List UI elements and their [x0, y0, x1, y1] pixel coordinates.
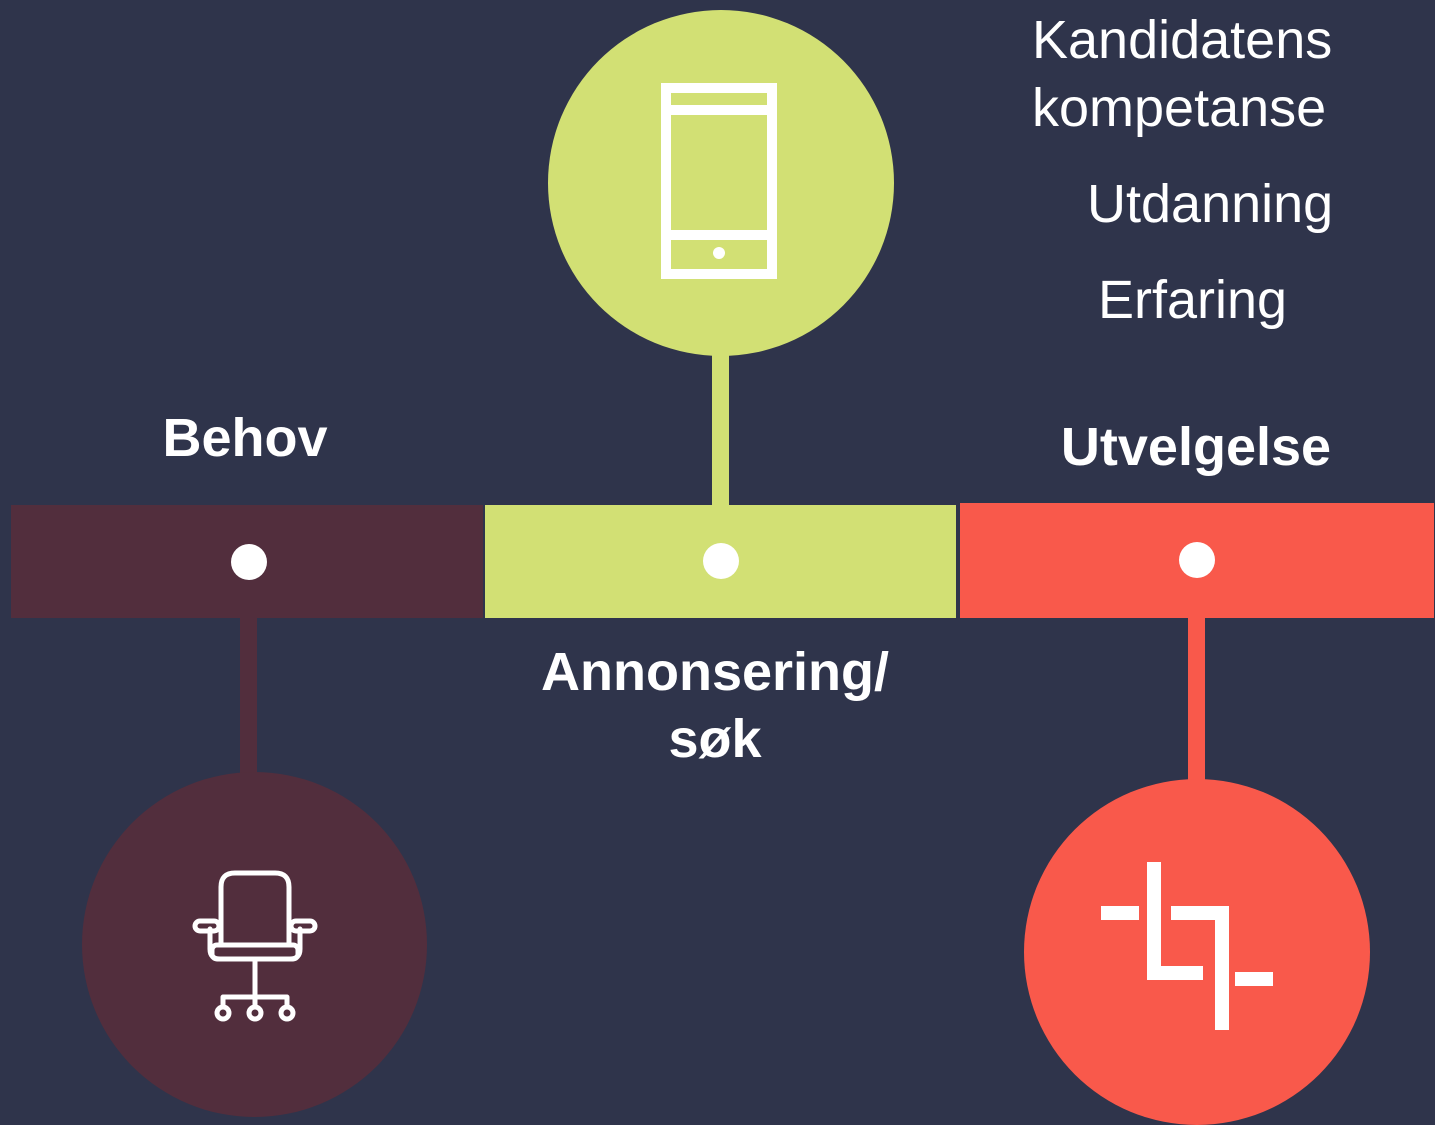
timeline-dot-behov [231, 544, 267, 580]
step-circle-annonsering [548, 10, 894, 356]
timeline-dot-annonsering [703, 543, 739, 579]
step-circle-utvelgelse [1024, 779, 1370, 1125]
note-erfaring: Erfaring [1098, 270, 1288, 330]
step-label-annonsering: Annonsering/ søk [500, 640, 930, 772]
step-label-annonsering-line2: søk [668, 708, 762, 769]
note-kandidatens: Kandidatens [1032, 10, 1333, 70]
tablet-icon [661, 83, 777, 279]
timeline-dot-utvelgelse [1179, 542, 1215, 578]
step-label-behov: Behov [162, 408, 328, 468]
step-label-utvelgelse: Utvelgelse [1060, 417, 1332, 477]
note-kompetanse: kompetanse [1032, 78, 1327, 138]
connector-utvelgelse [1188, 618, 1205, 783]
connector-annonsering [712, 340, 729, 510]
step-circle-behov [82, 772, 427, 1117]
crop-icon [1101, 862, 1273, 1030]
office-chair-icon [192, 870, 317, 1021]
note-utdanning: Utdanning [1087, 174, 1334, 234]
step-label-annonsering-line1: Annonsering/ [541, 642, 889, 702]
connector-behov [240, 618, 257, 778]
